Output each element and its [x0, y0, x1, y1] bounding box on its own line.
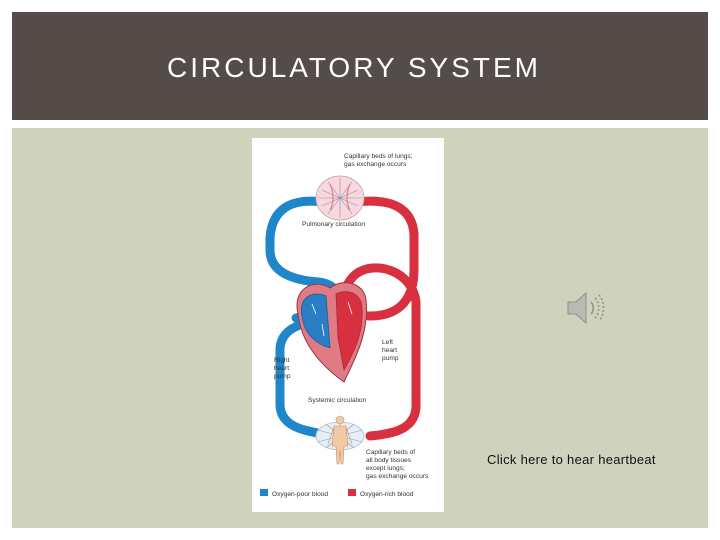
- pulmonary-label: Pulmonary circulation: [302, 221, 365, 228]
- body-label-4: gas exchange occurs: [366, 473, 429, 480]
- hear-heartbeat-link[interactable]: Click here to hear heartbeat: [487, 452, 656, 467]
- slide-title: CIRCULATORY SYSTEM: [167, 52, 542, 83]
- legend-swatch-oxygen-rich: [348, 489, 356, 496]
- right-pump-label-2: heart: [274, 365, 289, 372]
- legend-oxygen-rich: Oxygen-rich blood: [360, 491, 414, 498]
- human-figure: [327, 415, 353, 465]
- body-label-3: except lungs;: [366, 465, 405, 472]
- systemic-label: Systemic circulation: [308, 397, 367, 404]
- right-pump-label-3: pump: [274, 373, 291, 380]
- heart: [296, 282, 368, 383]
- body-label-2: all body tissues: [366, 457, 412, 464]
- legend-oxygen-poor: Oxygen-poor blood: [272, 491, 328, 498]
- lung-capillary-bed: [315, 175, 365, 221]
- circulatory-diagram: Capillary beds of lungs; gas exchange oc…: [252, 138, 444, 512]
- legend-swatch-oxygen-poor: [260, 489, 268, 496]
- lungs-label-line2: gas exchange occurs: [344, 161, 407, 168]
- left-pump-label-1: Left: [382, 339, 393, 346]
- title-bar: [12, 12, 708, 120]
- circulatory-diagram-svg: Capillary beds of lungs; gas exchange oc…: [260, 153, 429, 498]
- legend: Oxygen-poor blood Oxygen-rich blood: [260, 489, 414, 498]
- right-pump-label-1: Right: [274, 357, 290, 364]
- lungs-label-line1: Capillary beds of lungs;: [344, 153, 413, 160]
- left-pump-label-2: heart: [382, 347, 397, 354]
- left-pump-label-3: pump: [382, 355, 399, 362]
- speaker-icon[interactable]: [566, 290, 606, 326]
- body-label-1: Capillary beds of: [366, 449, 415, 456]
